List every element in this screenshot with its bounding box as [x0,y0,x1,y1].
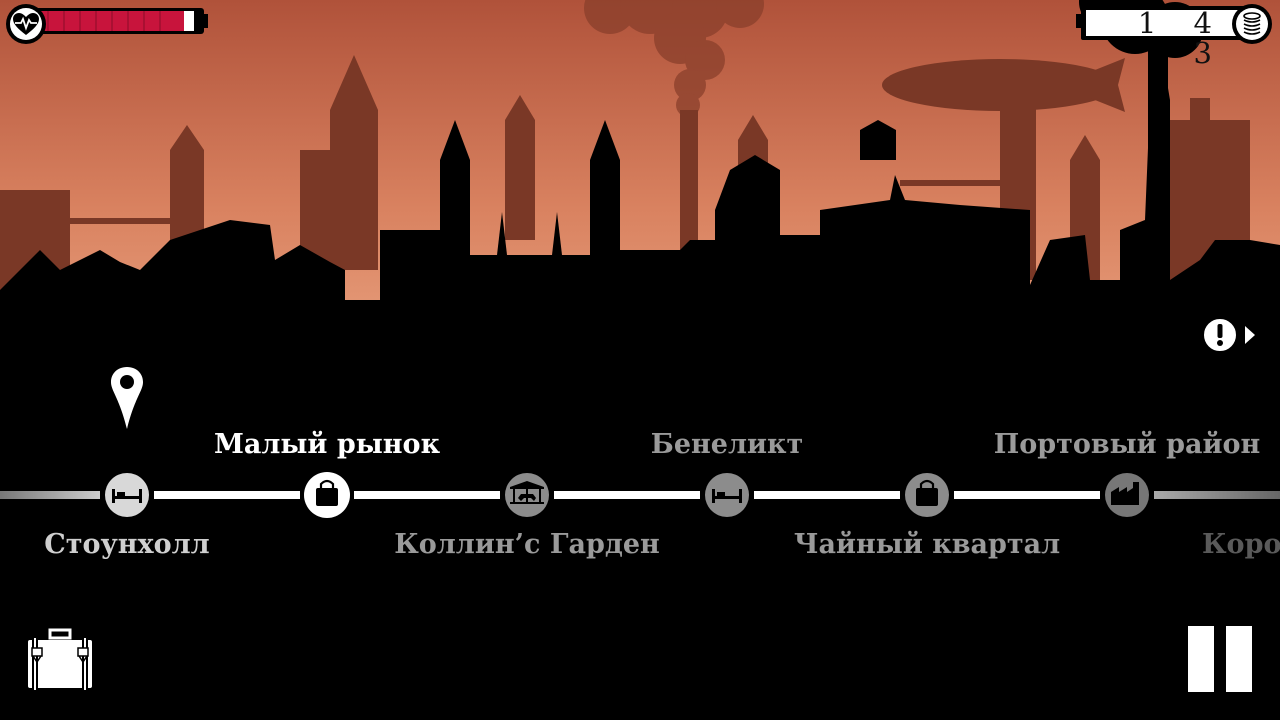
alert-icon [1202,317,1238,353]
bed-icon [112,489,142,503]
shopping-bag-icon [916,479,938,506]
station-node-small-market[interactable] [302,470,352,520]
map-route-track [0,470,1280,520]
carousel-icon [510,481,544,504]
health-bar [4,2,214,46]
track-segment [354,491,500,499]
track-segment [754,491,900,499]
track-segment [154,491,300,499]
station-node-tea-quarter[interactable] [903,471,951,519]
pause-button[interactable] [1186,626,1254,694]
station-label-benelikt[interactable]: Бенеликт [650,429,804,460]
station-node-benelikt[interactable] [703,471,751,519]
station-node-collins-garden[interactable] [503,471,551,519]
station-label-korol[interactable]: Корол [1202,529,1280,560]
station-label-tea-quarter[interactable]: Чайный квартал [793,529,1061,560]
track-segment [0,491,100,499]
heartbeat-icon [6,4,46,44]
track-segment [554,491,700,499]
station-label-stonehall[interactable]: Стоунхолл [44,529,210,560]
station-label-port-district[interactable]: Портовый район [993,429,1261,460]
chevron-right-icon [1245,326,1255,344]
station-label-collins-garden[interactable]: Коллин’с Гарден [394,529,660,560]
track-segment [954,491,1100,499]
shopping-bag-icon [316,479,338,506]
coin-counter: 1 4 3 [1076,2,1276,70]
suitcase-icon [28,628,92,690]
station-label-small-market[interactable]: Малый рынок [213,429,441,460]
station-node-stonehall[interactable] [103,471,151,519]
station-node-port-district[interactable] [1103,471,1151,519]
coin-stack-icon [1232,4,1272,44]
factory-icon [1111,482,1139,505]
location-pin-icon [109,365,145,431]
inventory-button[interactable] [24,628,96,692]
bed-icon [712,489,742,503]
coin-count: 1 4 3 [1137,6,1226,70]
health-bar-fill [30,11,184,31]
smoke-cloud [584,0,764,117]
city-skyline-background [0,0,1280,380]
track-segment [1154,491,1280,499]
pause-icon [1186,626,1254,694]
alert-button[interactable] [1200,314,1260,356]
